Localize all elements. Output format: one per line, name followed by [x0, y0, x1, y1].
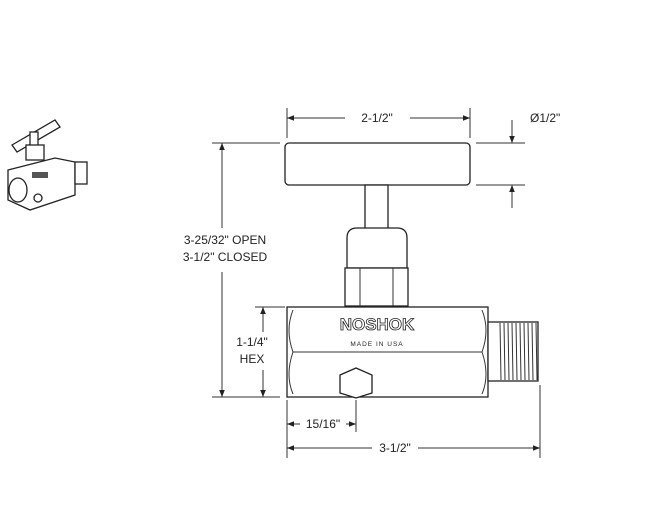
bonnet	[346, 227, 408, 269]
thread-line	[515, 322, 518, 381]
valve-body: NOSHOK MADE IN USA	[286, 306, 489, 398]
origin-marking: MADE IN USA	[350, 341, 403, 348]
dim-label: 1-1/4"	[236, 335, 268, 349]
thread-line	[499, 322, 502, 381]
dim-label: 15/16"	[306, 417, 340, 431]
t-handle	[284, 142, 471, 186]
dim-plug-offset: 15/16"	[286, 400, 357, 458]
dim-label: 3-25/32" OPEN	[184, 233, 266, 247]
hex-nut	[344, 267, 409, 307]
dim-label: Ø1/2"	[530, 111, 560, 125]
dim-overall-length: 3-1/2"	[287, 385, 541, 458]
dim-hex: 1-1/4" HEX	[236, 306, 285, 397]
thread-line	[535, 322, 538, 381]
dim-label: 2-1/2"	[361, 111, 393, 125]
thread-line	[511, 322, 514, 381]
thread-line	[527, 322, 530, 381]
dim-label: HEX	[240, 352, 265, 366]
drain-plug	[339, 367, 373, 399]
threaded-fitting	[487, 321, 539, 382]
brand-logo: NOSHOK	[340, 315, 415, 334]
thread-line	[503, 322, 506, 381]
dim-overall-height: 3-25/32" OPEN 3-1/2" CLOSED	[183, 142, 280, 398]
thread-line	[531, 322, 534, 381]
thread-line	[507, 322, 510, 381]
dim-label: 3-1/2"	[379, 441, 411, 455]
thread-line	[523, 322, 526, 381]
dim-handle-length: 2-1/2"	[286, 108, 471, 138]
dim-label: 3-1/2" CLOSED	[183, 250, 268, 264]
dim-handle-diameter: Ø1/2"	[476, 111, 560, 208]
isometric-thumbnail	[7, 119, 88, 211]
thread-line	[519, 322, 522, 381]
